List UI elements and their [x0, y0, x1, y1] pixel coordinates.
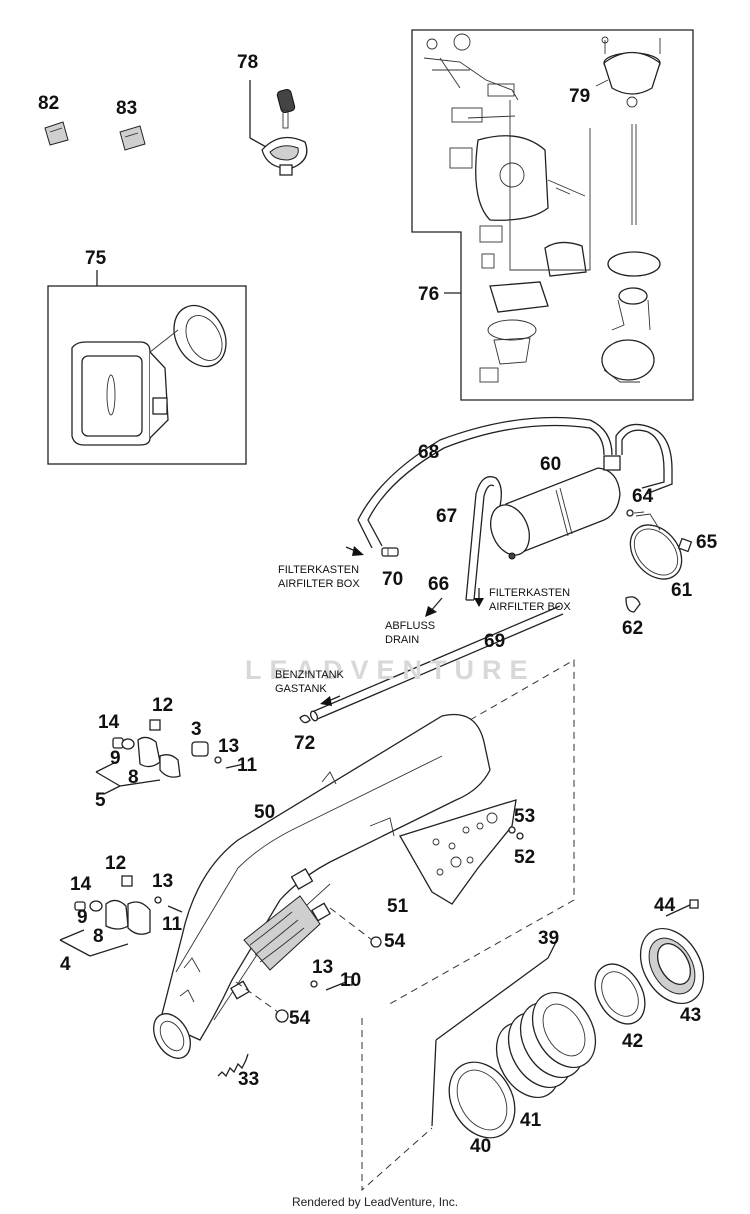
callout-53: 53: [514, 806, 536, 827]
callout-40: 40: [470, 1136, 492, 1157]
callout-68: 68: [418, 442, 440, 463]
part-76-carburetor: [423, 33, 661, 383]
watermark: LEADVENTURE: [245, 655, 536, 685]
callout-12a: 12: [152, 695, 174, 716]
assembly-dashed-outline: [361, 659, 575, 1192]
label-filterkasten-right: FILTERKASTEN: [489, 587, 571, 599]
part-40-ring: [448, 1061, 516, 1139]
part-33-spring: [217, 1053, 249, 1078]
part-43-flange: [639, 927, 705, 1005]
part-44-bolt: [665, 899, 699, 917]
callout-13c: 13: [312, 957, 334, 978]
callout-66: 66: [428, 574, 450, 595]
arrow-benzintank: [320, 695, 341, 706]
callout-12b: 12: [105, 853, 127, 874]
callout-39: 39: [538, 928, 560, 949]
label-airfilter-left: AIRFILTER BOX: [278, 578, 360, 590]
callout-54a: 54: [384, 931, 406, 952]
callout-69: 69: [484, 631, 506, 652]
label-benzintank: BENZINTANK: [275, 669, 344, 681]
box-75-frame: [47, 285, 247, 465]
part-61-clamp: [629, 513, 683, 580]
callout-79: 79: [569, 86, 591, 107]
clamp-assembly-5: [95, 719, 245, 795]
label-airfilter-right: AIRFILTER BOX: [489, 601, 571, 613]
part-54b-grommet: [275, 1009, 289, 1023]
part-10-bolt: [325, 976, 353, 991]
callout-13a: 13: [218, 736, 240, 757]
part-50-silencer: [153, 713, 491, 1059]
callout-70: 70: [382, 569, 404, 590]
label-gastank: GASTANK: [275, 683, 327, 695]
part-60-canister: [490, 455, 621, 560]
callout-4: 4: [60, 954, 71, 975]
callout-76: 76: [418, 284, 440, 305]
label-abfluss: ABFLUSS: [385, 620, 436, 632]
callout-33: 33: [238, 1069, 260, 1090]
callout-10: 10: [340, 970, 362, 991]
callout-75: 75: [85, 248, 107, 269]
part-51-heat-shield: [399, 799, 517, 905]
footer-credit: Rendered by LeadVenture, Inc.: [291, 1195, 459, 1209]
clamp-assembly-4: [59, 875, 183, 957]
arrow-filterkasten-right: [474, 588, 484, 607]
callout-14a: 14: [98, 712, 120, 733]
part-41-bellows: [495, 991, 597, 1099]
part-65-nut: [677, 537, 693, 553]
callout-78: 78: [237, 52, 259, 73]
part-83-plate: [119, 125, 146, 151]
callout-52: 52: [514, 847, 536, 868]
part-75-headlight: [71, 304, 227, 446]
arrow-abfluss: [425, 597, 443, 617]
callout-65: 65: [696, 532, 718, 553]
leader-dashes-54: [235, 907, 373, 1013]
callout-14b: 14: [70, 874, 92, 895]
callout-42: 42: [622, 1031, 644, 1052]
callout-62: 62: [622, 618, 644, 639]
callout-54b: 54: [289, 1008, 311, 1029]
part-54a-grommet: [370, 936, 382, 948]
callout-72: 72: [294, 733, 316, 754]
callout-82: 82: [38, 93, 60, 114]
callout-13b: 13: [152, 871, 174, 892]
callout-51: 51: [387, 896, 409, 917]
callout-11b: 11: [162, 914, 183, 935]
callout-50: 50: [254, 802, 276, 823]
part-42-gasket: [594, 963, 646, 1025]
callout-83: 83: [116, 98, 138, 119]
callout-44: 44: [654, 895, 676, 916]
part-72-clip: [299, 714, 311, 724]
hose-68: [357, 416, 673, 549]
callout-61: 61: [671, 580, 693, 601]
callout-8b: 8: [93, 926, 104, 947]
part-52-nut: [516, 832, 524, 840]
callout-60: 60: [540, 454, 562, 475]
part-82-plate: [44, 121, 69, 146]
label-drain: DRAIN: [385, 634, 420, 646]
callout-11a: 11: [237, 755, 258, 776]
bellows-assembly-39: [431, 899, 705, 1139]
box-76-frame: [411, 29, 694, 401]
part-13c-washer: [310, 980, 318, 988]
callout-9b: 9: [77, 907, 88, 928]
hose-69: [309, 605, 564, 722]
part-62-clip: [625, 596, 641, 613]
callout-43: 43: [680, 1005, 702, 1026]
callout-41: 41: [520, 1110, 542, 1131]
arrow-filterkasten-left: [345, 546, 364, 556]
hose-67: [465, 476, 502, 601]
callout-5: 5: [95, 790, 106, 811]
callout-3: 3: [191, 719, 202, 740]
part-78-key-lock: [249, 80, 308, 176]
callout-8a: 8: [128, 767, 139, 788]
leader-79: [595, 79, 609, 87]
label-filterkasten-left: FILTERKASTEN: [278, 564, 360, 576]
callout-9a: 9: [110, 748, 121, 769]
callout-64: 64: [632, 486, 654, 507]
part-70-fitting: [381, 547, 399, 557]
part-64-screw: [626, 509, 645, 517]
callout-67: 67: [436, 506, 458, 527]
part-53-washer: [508, 826, 516, 834]
